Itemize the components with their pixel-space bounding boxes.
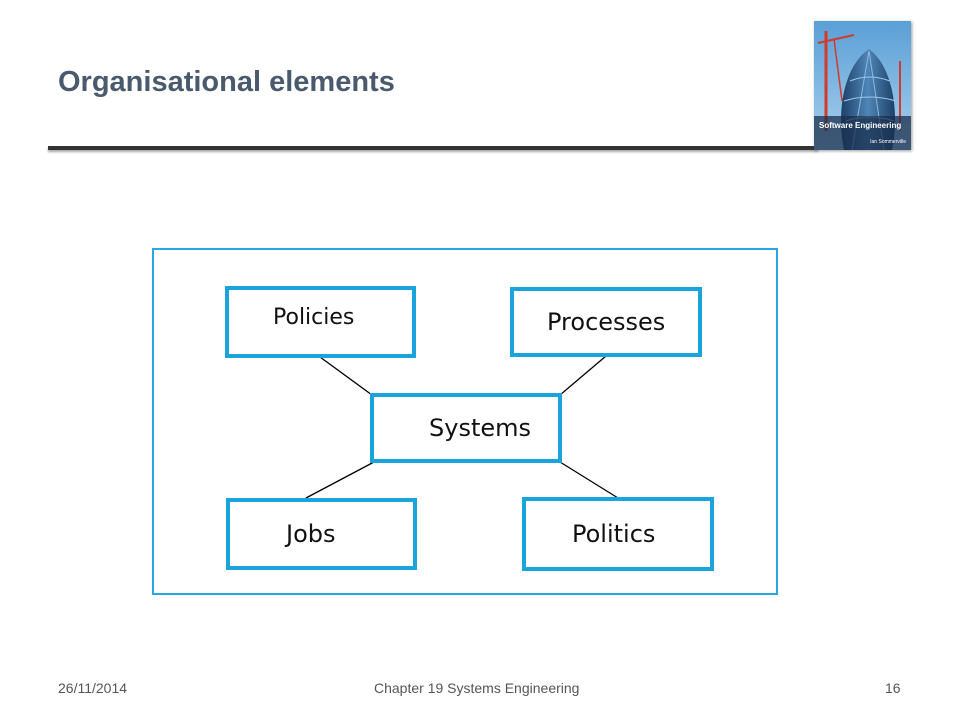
book-cover-author: Ian Sommerville [870,139,906,145]
node-jobs-label: Jobs [286,520,336,548]
connector-politics-systems [559,461,619,499]
connector-policies-systems [319,356,373,396]
connector-jobs-systems [305,461,375,499]
footer-page-number: 16 [885,680,901,696]
node-policies: Policies [225,286,416,358]
book-cover-image: Software Engineering Ian Sommerville [814,21,911,150]
title-divider [48,146,818,150]
footer-date: 26/11/2014 [58,680,128,696]
slide-title: Organisational elements [58,66,395,98]
node-processes: Processes [510,287,702,357]
node-jobs: Jobs [226,498,417,570]
node-politics-label: Politics [572,520,656,548]
connector-processes-systems [559,355,607,396]
node-systems-label: Systems [429,414,531,442]
book-cover-title: Software Engineering [819,121,902,130]
node-systems: Systems [370,393,562,463]
node-processes-label: Processes [547,308,666,336]
diagram-frame [152,248,778,595]
footer-chapter: Chapter 19 Systems Engineering [374,680,580,696]
node-politics: Politics [522,497,714,571]
node-policies-label: Policies [273,304,355,330]
